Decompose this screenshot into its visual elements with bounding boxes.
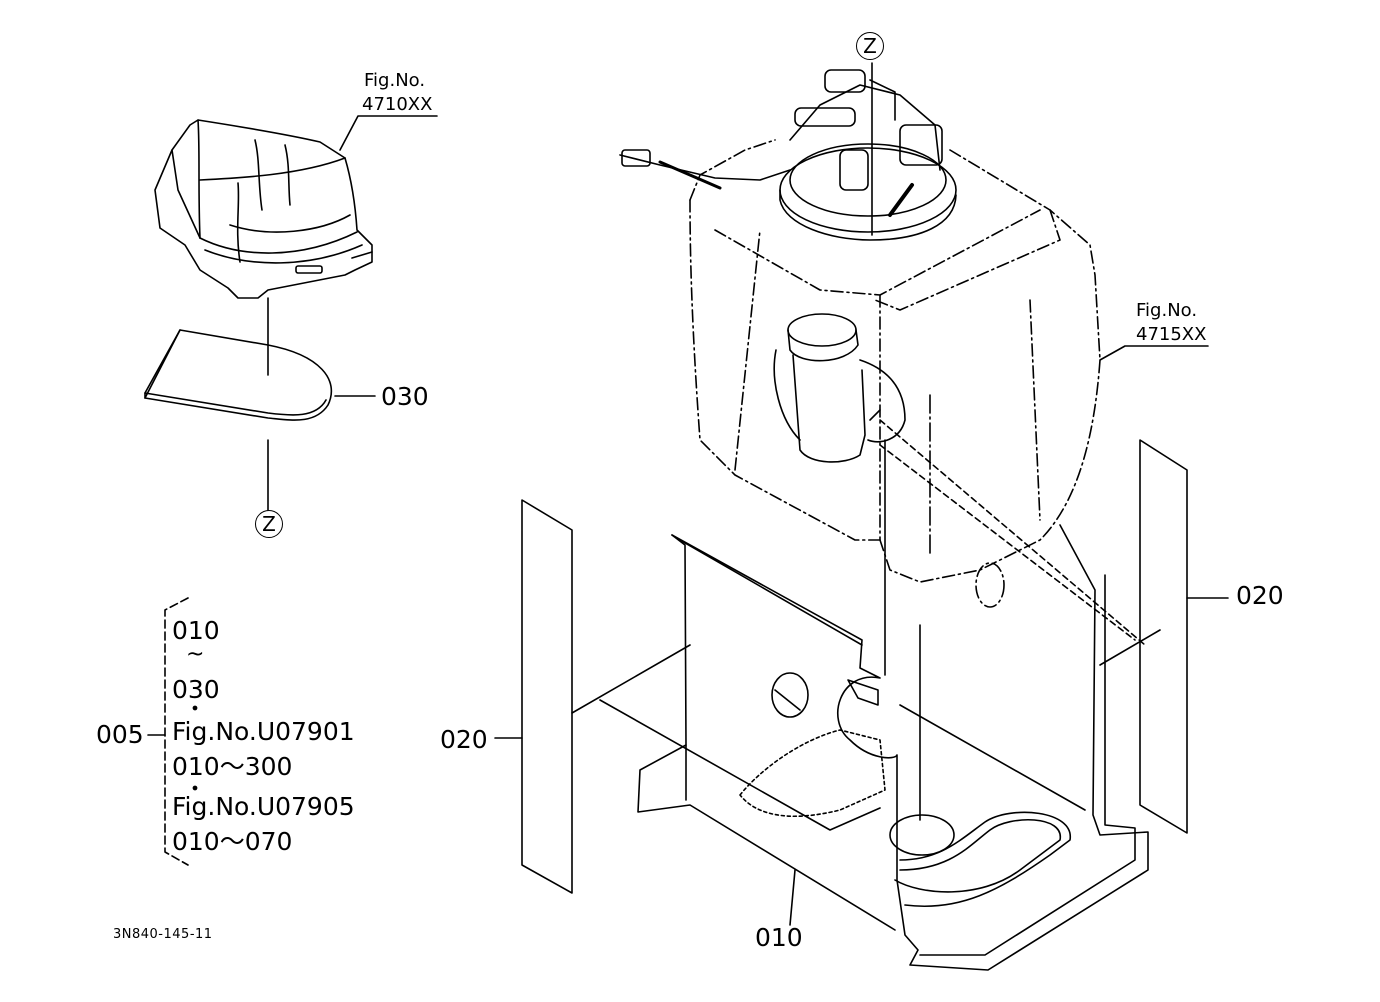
fig-ref-label-left: Fig.No. [364, 70, 426, 91]
pump-unit [619, 62, 957, 241]
projection-pad-right [899, 704, 1086, 811]
projection-line-b [879, 444, 1136, 641]
set-line-2: ~ [186, 642, 205, 667]
bullet-dot-2 [192, 785, 198, 791]
callout-010: 010 [755, 923, 803, 952]
set-label-005: 005 [96, 720, 144, 749]
leader-010 [789, 869, 796, 926]
fig-ref-number-left: 4710XX [362, 94, 433, 115]
set-line-5: 010～300 [172, 752, 293, 781]
reference-marker-z-top: Z [856, 32, 884, 60]
callout-020-left: 020 [440, 725, 488, 754]
set-bracket [164, 597, 189, 866]
set-line-6: Fig.No.U07905 [172, 792, 355, 821]
callout-020-right: 020 [1236, 581, 1284, 610]
fig-ref-number-right: 4715XX [1136, 324, 1207, 345]
cover-component [154, 119, 373, 299]
set-line-1: 010 [172, 616, 220, 645]
pad-020-right [1139, 439, 1188, 834]
leader-pad-left [571, 644, 691, 714]
set-line-4: Fig.No.U07901 [172, 717, 355, 746]
leader-4715 [1099, 345, 1209, 361]
protector-010 [637, 524, 1149, 971]
fig-ref-label-right: Fig.No. [1136, 300, 1198, 321]
bullet-dot-1 [192, 705, 198, 711]
gasket-030 [144, 329, 333, 421]
leader-4710 [339, 115, 438, 151]
callout-030: 030 [381, 382, 429, 411]
leader-pad-right [1099, 629, 1161, 666]
document-number: 3N840-145-11 [113, 927, 213, 942]
filler-neck [773, 313, 906, 463]
projection-pad-left [599, 699, 881, 831]
set-line-3: 030 [172, 675, 220, 704]
set-line-7: 010～070 [172, 827, 293, 856]
projection-line-a [879, 419, 1146, 646]
reference-marker-z-left: Z [255, 510, 283, 538]
pad-020-left [521, 499, 573, 894]
